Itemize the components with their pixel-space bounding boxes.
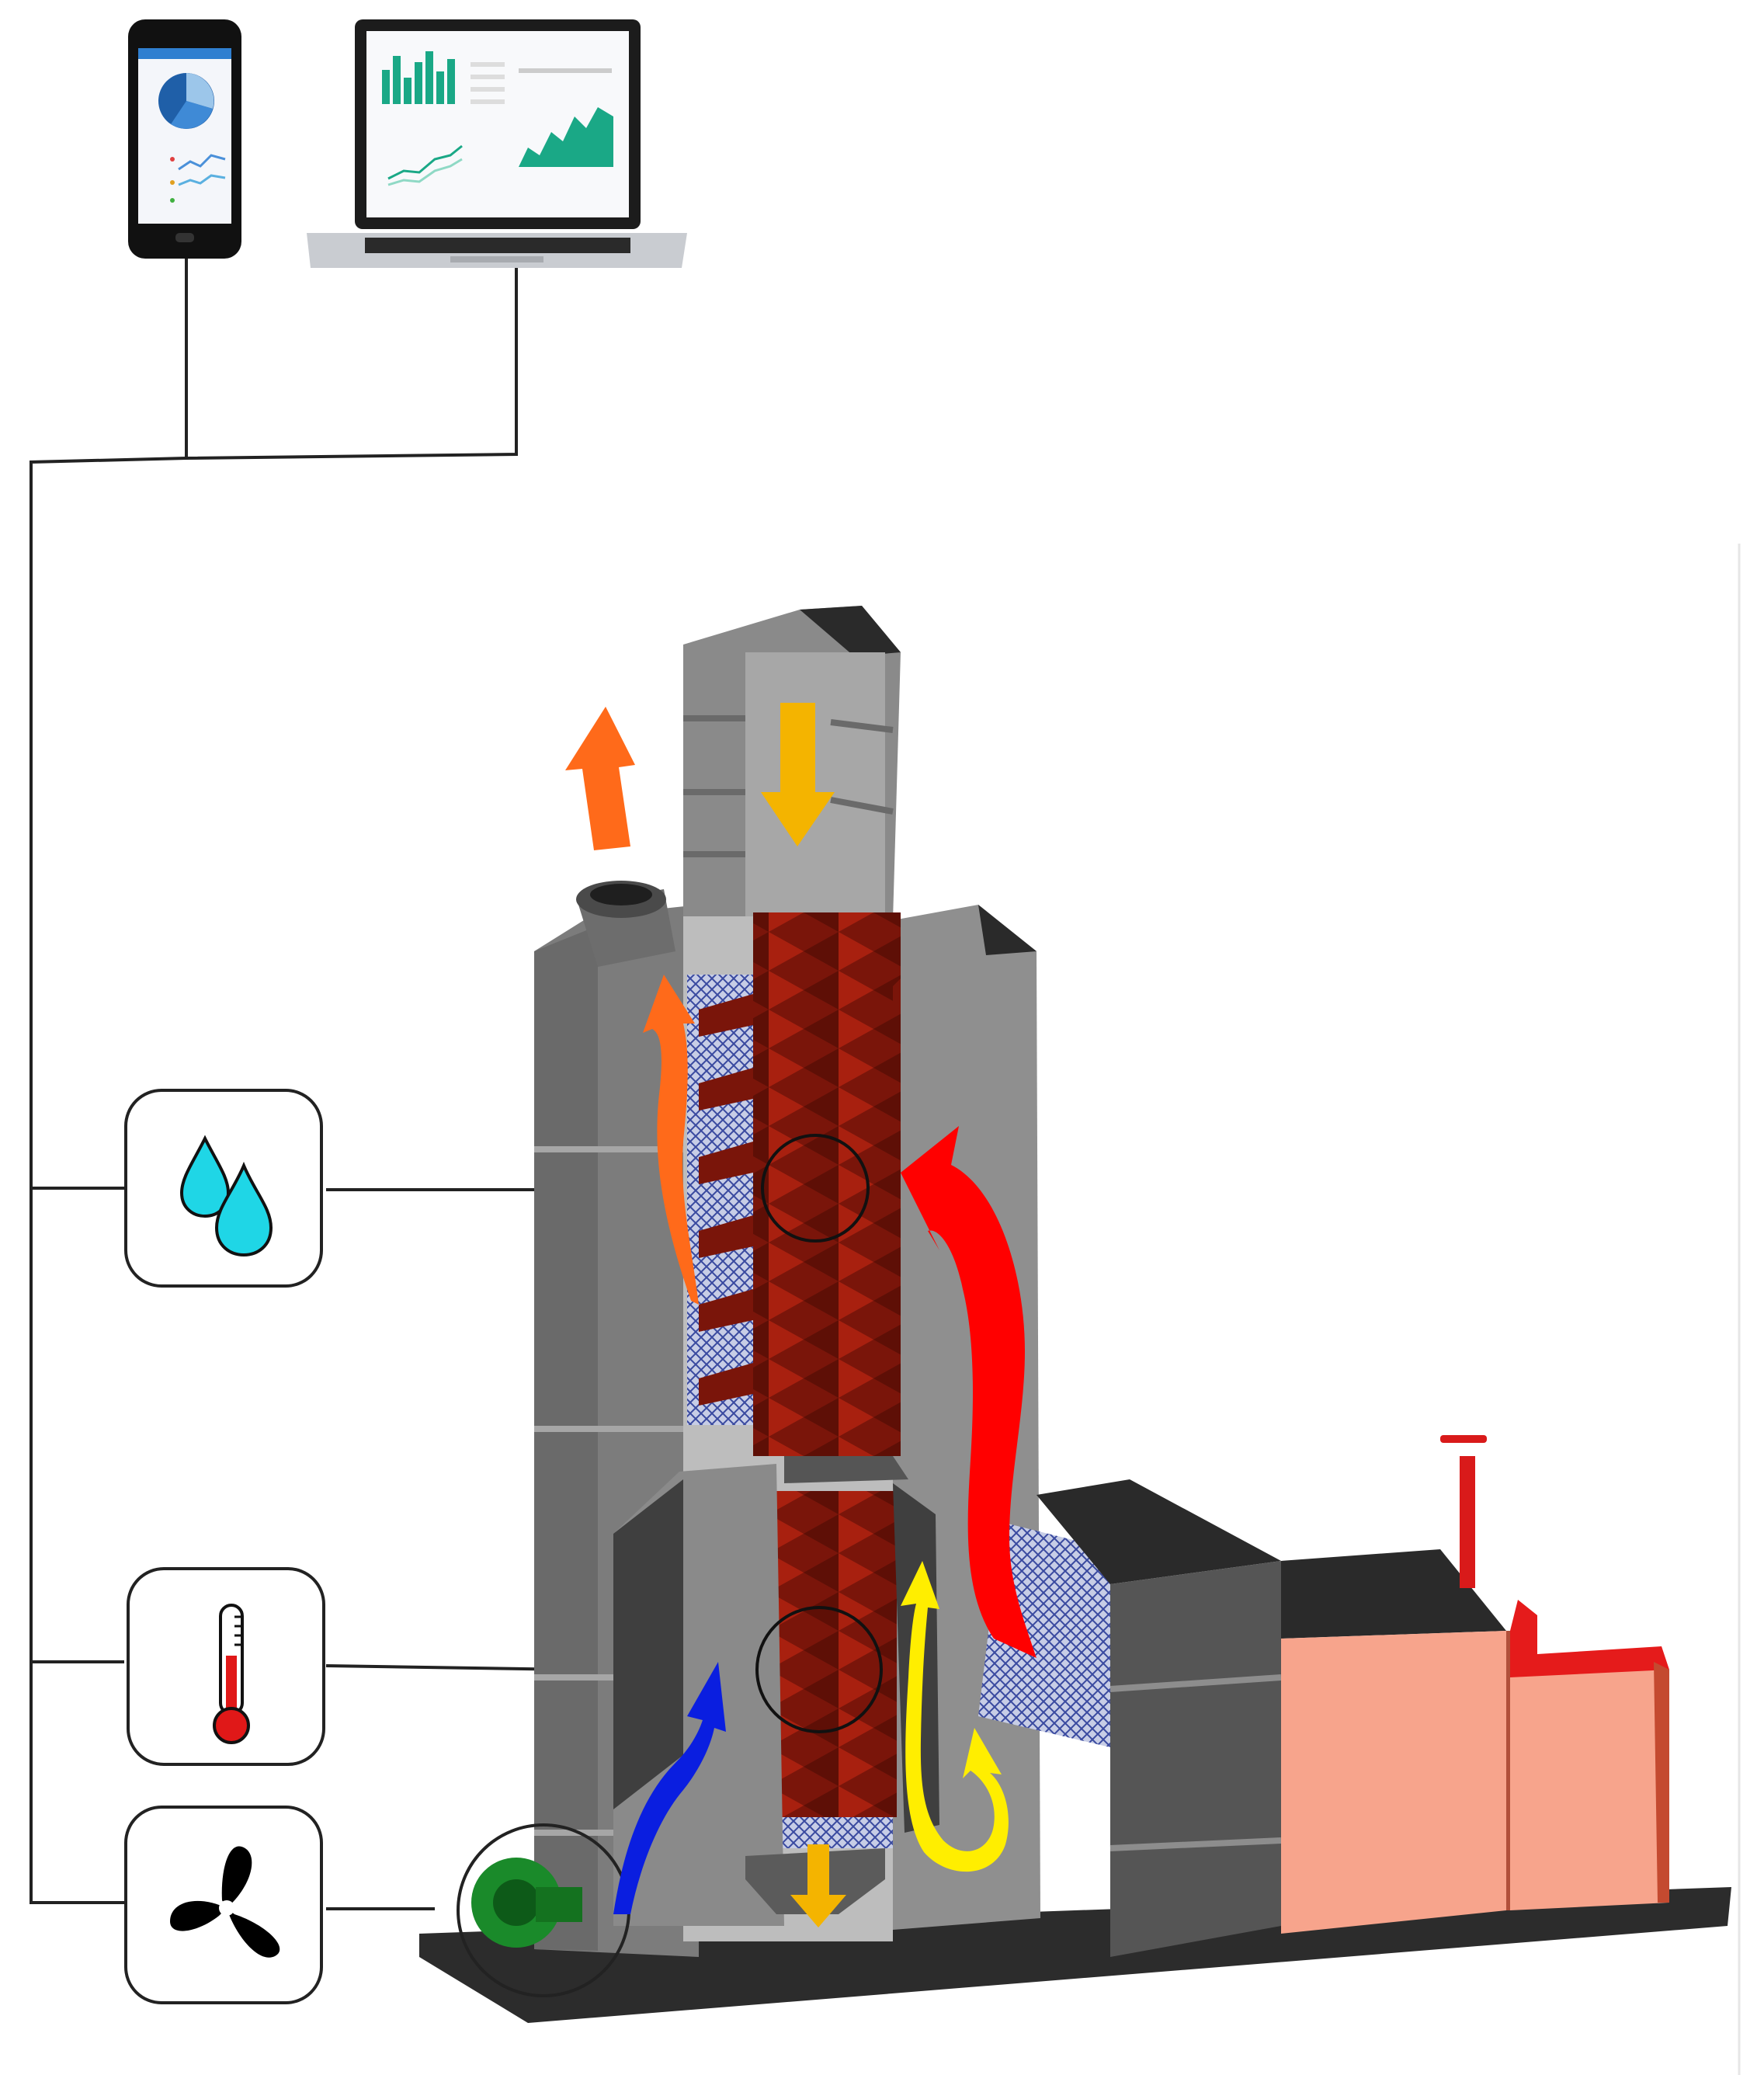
- grain-inflow-arrow: [761, 703, 835, 846]
- exhaust-arrow: [565, 707, 635, 850]
- grain-outflow-arrow: [790, 1844, 846, 1927]
- base-platform: [419, 1887, 1731, 2023]
- exhaust-outlet: [576, 881, 675, 967]
- burner-unit: [1281, 1631, 1506, 1934]
- grain-column-upper: [753, 912, 901, 1456]
- burner-chimney: [1460, 1456, 1475, 1588]
- humidity-probe-circle: [761, 1134, 870, 1243]
- hot-air-arrow: [901, 1126, 1037, 1658]
- blower-fan-motor: [457, 1823, 630, 1997]
- furnace-block: [1110, 1561, 1281, 1957]
- thermometer-icon: [213, 1604, 250, 1744]
- ambient-air-arrow: [613, 1662, 726, 1914]
- recirculation-arrow: [901, 1561, 1009, 1872]
- air-ducts-upper: [699, 978, 901, 1406]
- temperature-sensor-box[interactable]: [127, 1567, 325, 1766]
- fan-icon: [170, 1846, 280, 1958]
- exhaust-rising-arrow: [643, 975, 699, 1305]
- water-drops-icon: [179, 1135, 273, 1257]
- fan-control-box[interactable]: [124, 1806, 323, 2004]
- laptop: [307, 19, 687, 268]
- humidity-sensor-box[interactable]: [124, 1089, 323, 1288]
- smartphone: [128, 19, 241, 259]
- temperature-probe-circle: [755, 1606, 883, 1733]
- flow-arrows: [565, 703, 1037, 1927]
